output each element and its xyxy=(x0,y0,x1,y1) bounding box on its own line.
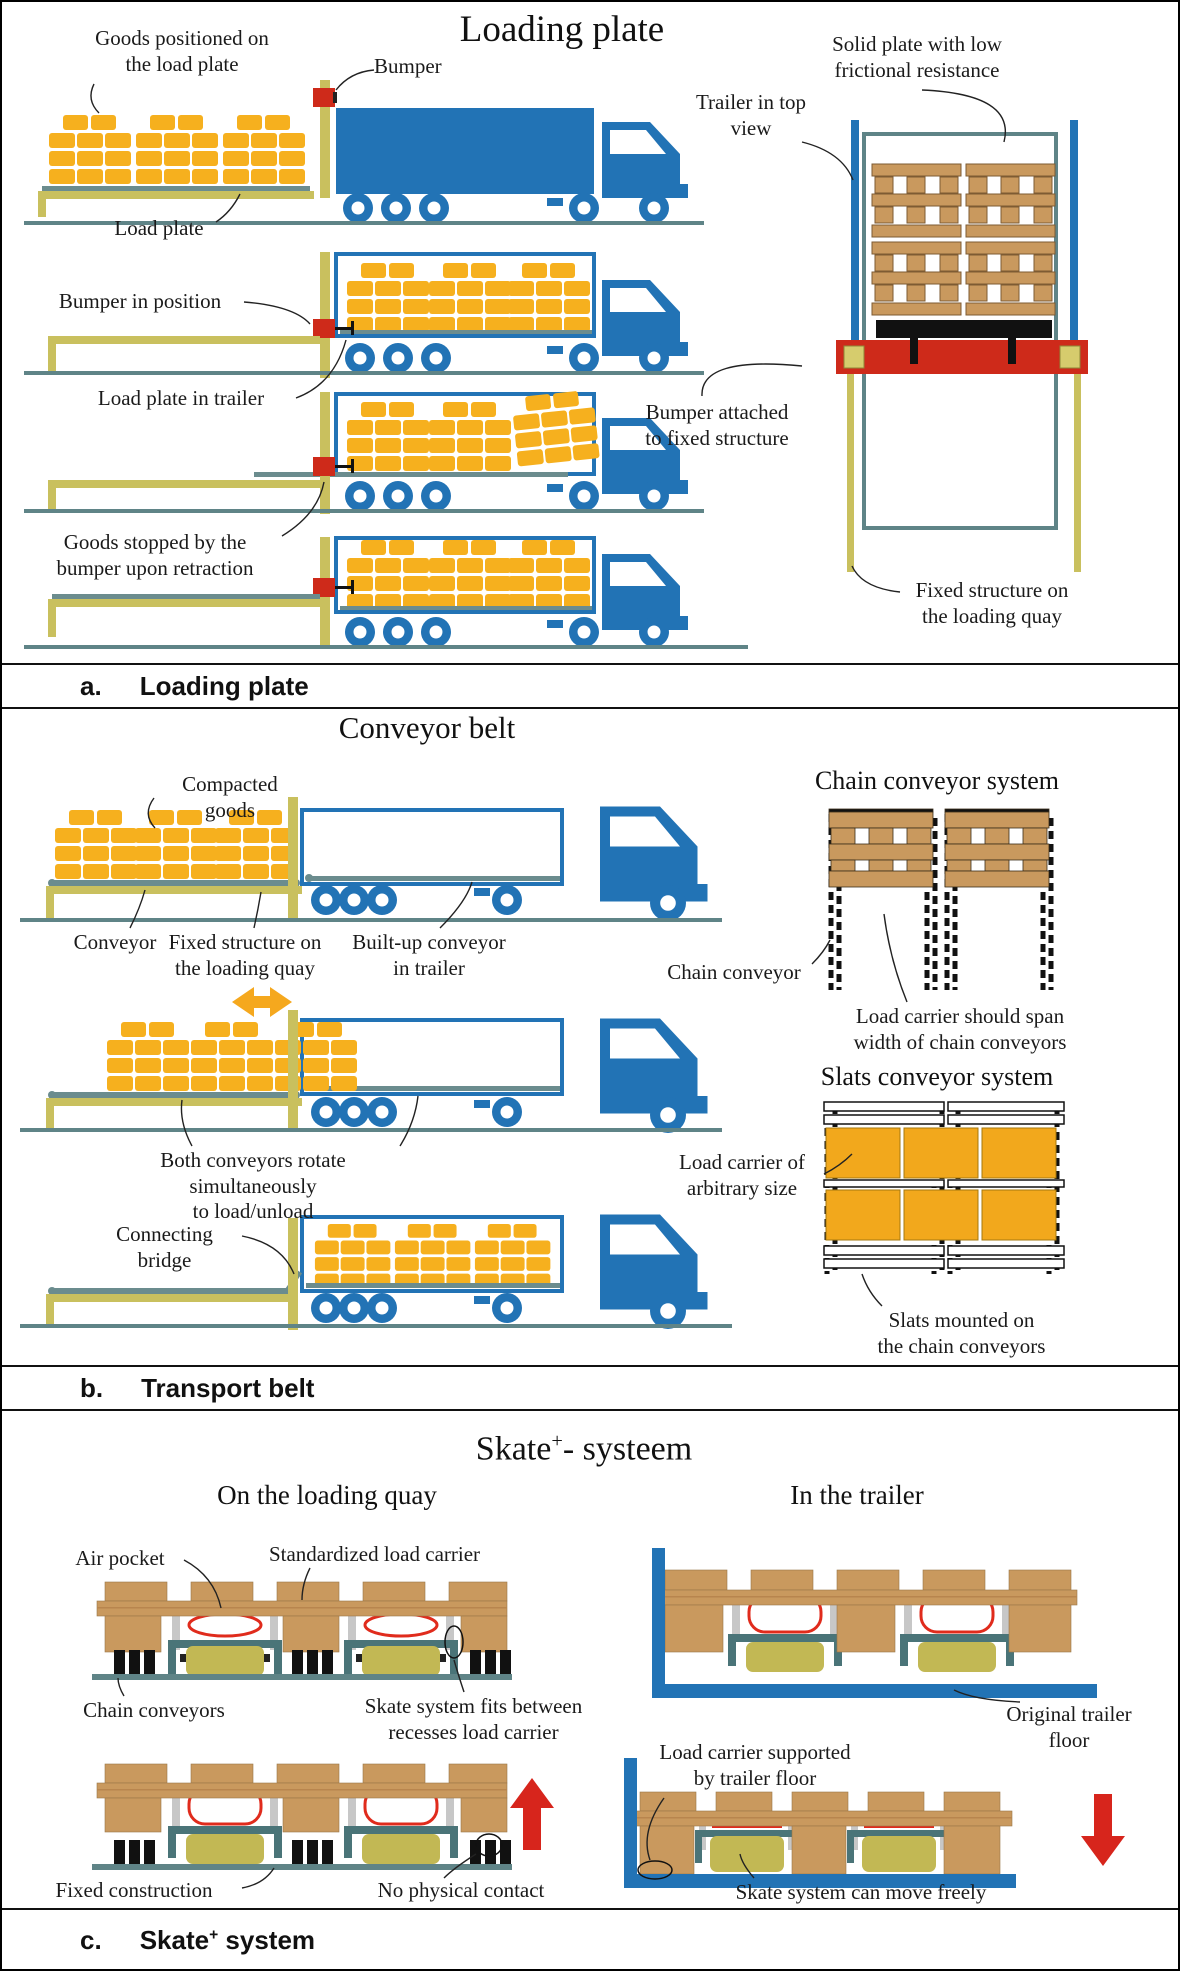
trailer-wall xyxy=(652,1548,665,1698)
trailer-wall xyxy=(624,1758,637,1888)
bumper-icon xyxy=(313,319,335,338)
label-fixed-structure-quay-b: Fixed structure on the loading quay xyxy=(168,930,322,980)
banner-a-index: a. xyxy=(80,670,102,701)
label-standardized-carrier: Standardized load carrier xyxy=(268,1542,481,1566)
bumper-bar xyxy=(836,340,1088,374)
built-up-conveyor xyxy=(306,876,560,881)
load-carrier-cross-section xyxy=(631,1791,1013,1875)
label-chain-conveyors: Chain conveyors xyxy=(83,1698,225,1722)
trailer-floor xyxy=(652,1684,1097,1698)
panel-b-title: Conveyor belt xyxy=(338,710,516,745)
banner-a: a. Loading plate xyxy=(2,663,1178,709)
label-compacted-goods: Compacted goods xyxy=(182,772,278,822)
load-carriers xyxy=(825,1127,1057,1241)
label-conveyor: Conveyor xyxy=(73,930,157,954)
double-arrow-icon xyxy=(232,987,292,1017)
no-contact-marker xyxy=(475,1833,503,1857)
banner-c-index: c. xyxy=(80,1925,102,1955)
heading-on-loading-quay: On the loading quay xyxy=(217,1480,437,1510)
conveyor-step3 xyxy=(20,1214,732,1330)
load-carrier-cross-section xyxy=(96,1763,508,1833)
fixed-post xyxy=(320,80,330,198)
label-load-carrier-span: Load carrier should span width of chain … xyxy=(853,1004,1067,1054)
label-slats-mounted: Slats mounted on the chain conveyors xyxy=(877,1308,1046,1358)
skate-quay-graphic-2 xyxy=(92,1763,554,1889)
truck-icon xyxy=(345,554,688,647)
heading-in-trailer: In the trailer xyxy=(790,1480,924,1510)
slats-system-title: Slats conveyor system xyxy=(820,1062,1054,1091)
arrow-down-icon xyxy=(1081,1794,1125,1866)
banner-c: c. Skate+ system xyxy=(2,1908,1178,1969)
label-load-plate: Load plate xyxy=(114,216,204,240)
conveyor-step1 xyxy=(20,797,722,929)
label-load-plate-in-trailer: Load plate in trailer xyxy=(97,386,265,410)
truck-icon xyxy=(345,418,688,511)
label-supported: Load carrier supported by trailer floor xyxy=(659,1740,851,1790)
label-connecting-bridge: Connecting bridge xyxy=(116,1222,213,1272)
panel-c-title: Skate+- systeem xyxy=(475,1430,693,1468)
fixed-post xyxy=(288,797,298,920)
banner-b: b. Transport belt xyxy=(2,1365,1178,1411)
bumper-icon xyxy=(313,578,335,597)
label-bumper-in-position: Bumper in position xyxy=(58,289,222,313)
bumper-icon xyxy=(313,88,335,107)
label-air-pocket: Air pocket xyxy=(75,1546,165,1570)
label-skate-fits: Skate system fits between recesses load … xyxy=(364,1694,583,1744)
skate-trailer-graphic-2 xyxy=(624,1758,1125,1888)
label-goods-stopped: Goods stopped by the bumper upon retract… xyxy=(56,530,254,580)
truck-icon xyxy=(345,280,688,373)
truck-icon xyxy=(311,806,708,921)
slats-conveyor-graphic xyxy=(823,1101,1065,1307)
banner-c-label: Skate+ system xyxy=(139,1925,316,1955)
support-marker xyxy=(637,1860,673,1880)
load-carrier-cross-section xyxy=(658,1569,1078,1653)
truck-icon xyxy=(336,108,688,223)
skate-quay-graphic-1 xyxy=(92,1559,512,1697)
label-original-floor: Original trailer floor xyxy=(1006,1702,1132,1752)
trailer-top-view-graphic xyxy=(701,89,1088,593)
load-carrier-cross-section xyxy=(96,1581,508,1653)
quay-structure-outline xyxy=(862,350,1058,530)
loading-plate-step1 xyxy=(24,69,704,225)
label-fixed-construction: Fixed construction xyxy=(55,1878,213,1902)
arrow-up-icon xyxy=(510,1778,554,1850)
label-no-contact: No physical contact xyxy=(377,1878,545,1902)
chain-conveyor-baseline xyxy=(92,1674,512,1680)
loading-plate-step3 xyxy=(24,389,704,537)
ground-line xyxy=(24,221,704,225)
recess-marker xyxy=(444,1625,464,1659)
quay-conveyor xyxy=(50,880,298,886)
label-bumper-attached: Bumper attached to fixed structure xyxy=(645,400,789,450)
banner-b-index: b. xyxy=(80,1372,104,1403)
trailer-outline xyxy=(300,808,564,886)
load-plate-surface xyxy=(42,186,310,191)
trailer-floor xyxy=(624,1874,1016,1888)
label-solid-plate: Solid plate with low frictional resistan… xyxy=(832,32,1002,82)
banner-b-label: Transport belt xyxy=(141,1372,315,1403)
loading-plate-step4 xyxy=(24,536,748,649)
label-goods-positioned: Goods positioned on the load plate xyxy=(95,26,269,76)
chain-conveyor-graphic xyxy=(811,808,1054,1003)
goods-stack xyxy=(49,115,305,184)
banner-a-label: Loading plate xyxy=(139,670,309,701)
label-both-rotate: Both conveyors rotate simultaneously to … xyxy=(160,1148,346,1224)
truck-icon xyxy=(311,1214,708,1329)
chain-system-title: Chain conveyor system xyxy=(814,766,1060,795)
truck-icon xyxy=(311,1018,708,1133)
label-chain-conveyor: Chain conveyor xyxy=(667,960,801,984)
label-trailer-top-view: Trailer in top view xyxy=(695,90,807,140)
skate-trailer-graphic-1 xyxy=(652,1548,1097,1703)
bumper-icon xyxy=(313,457,335,476)
conveyor-step2 xyxy=(20,1010,722,1147)
label-built-up-conveyor: Built-up conveyor in trailer xyxy=(352,930,506,980)
loading-plate-step2 xyxy=(24,252,704,399)
label-move-freely: Skate system can move freely xyxy=(735,1880,987,1904)
label-fixed-structure-quay-a: Fixed structure on the loading quay xyxy=(915,578,1069,628)
label-load-carrier-arbitrary: Load carrier of arbitrary size xyxy=(679,1150,805,1200)
label-bumper: Bumper xyxy=(374,54,442,78)
panel-a-title: Loading plate xyxy=(459,9,665,50)
